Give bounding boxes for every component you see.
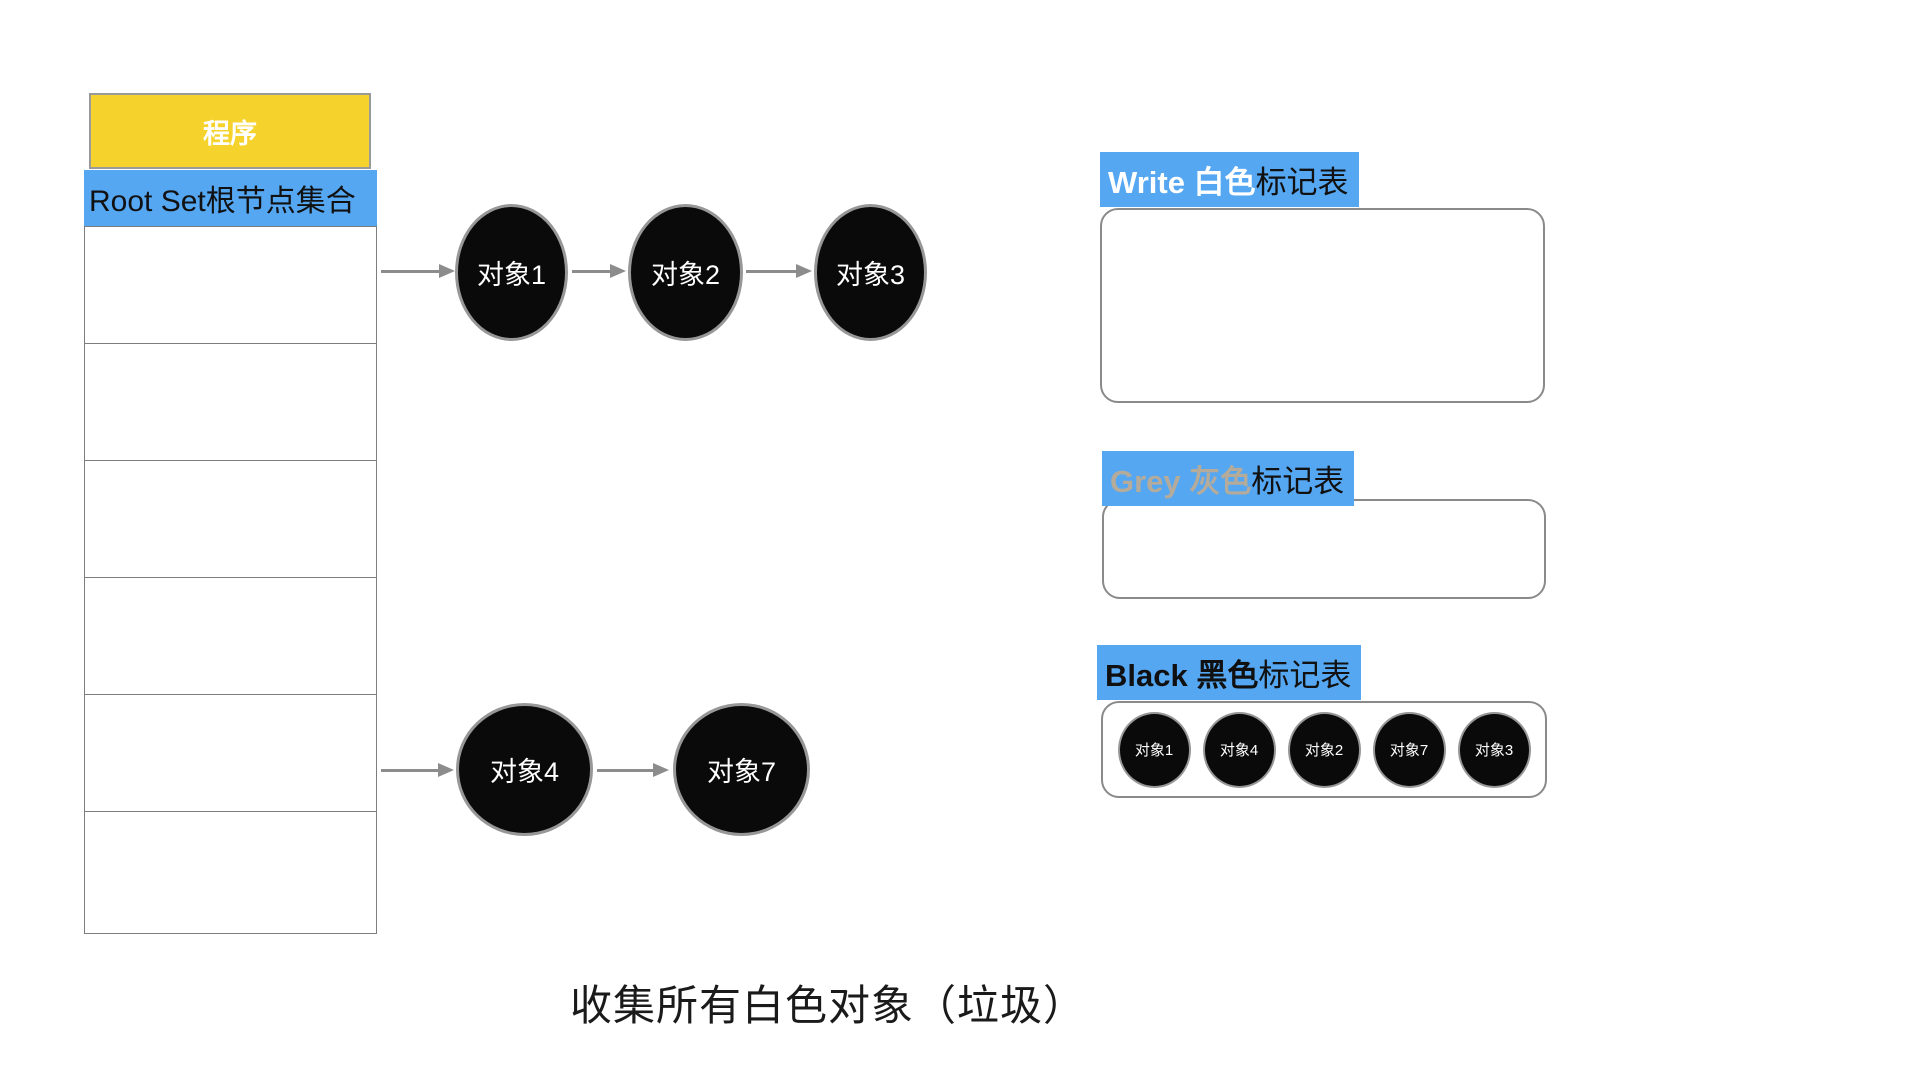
object-label: 对象7 [1389,742,1429,759]
arrow-obj2-to-obj3 [746,264,812,278]
grey-mark-label-strong: Grey 灰色 [1110,464,1252,499]
grey-mark-panel [1102,499,1546,599]
rootset-label: Root Set根节点集合 [84,170,377,226]
arrow-obj1-to-obj2 [572,264,626,278]
object-node-obj2: 对象2 [628,204,743,341]
object-label: 对象4 [1219,742,1259,759]
grey-mark-label: Grey 灰色标记表 [1102,451,1355,506]
program-box: 程序 [89,93,371,169]
object-node-obj4: 对象4 [456,703,593,836]
black-marked-objects: 对象1 对象4 对象2 对象7 对象3 [1101,701,1547,798]
black-marked-object: 对象3 [1457,711,1531,788]
caption-text: 收集所有白色对象（垃圾） [569,982,1086,1029]
black-mark-label-rest: 标记表 [1258,658,1352,693]
object-label: 对象4 [489,757,560,787]
black-marked-object: 对象7 [1372,711,1446,788]
object-label: 对象3 [835,260,906,290]
table-row [85,461,376,578]
arrow-root-to-obj1 [381,264,455,278]
object-label: 对象3 [1474,742,1514,759]
black-marked-object: 对象1 [1117,711,1191,788]
black-mark-label-strong: Black 黑色 [1105,658,1259,693]
object-node-obj7: 对象7 [673,703,810,836]
white-mark-label: Write 白色标记表 [1100,152,1359,207]
memory-table [84,226,377,934]
white-mark-panel [1100,208,1545,403]
object-node-obj3: 对象3 [814,204,927,341]
white-mark-label-strong: Write 白色 [1108,165,1256,200]
object-label: 对象7 [706,757,777,787]
black-mark-label: Black 黑色标记表 [1097,645,1362,700]
object-label: 对象2 [1304,742,1344,759]
table-row [85,695,376,812]
object-label: 对象1 [1134,742,1174,759]
object-label: 对象1 [476,260,547,290]
grey-mark-label-rest: 标记表 [1251,464,1345,499]
black-marked-object: 对象4 [1202,711,1276,788]
table-row [85,812,376,929]
white-mark-label-rest: 标记表 [1255,165,1349,200]
arrow-obj4-to-obj7 [597,763,669,777]
table-row [85,344,376,461]
black-marked-object: 对象2 [1287,711,1361,788]
table-row [85,227,376,344]
program-label: 程序 [203,118,257,149]
arrow-root-to-obj4 [381,763,454,777]
object-label: 对象2 [650,260,721,290]
object-node-obj1: 对象1 [455,204,568,341]
table-row [85,578,376,695]
